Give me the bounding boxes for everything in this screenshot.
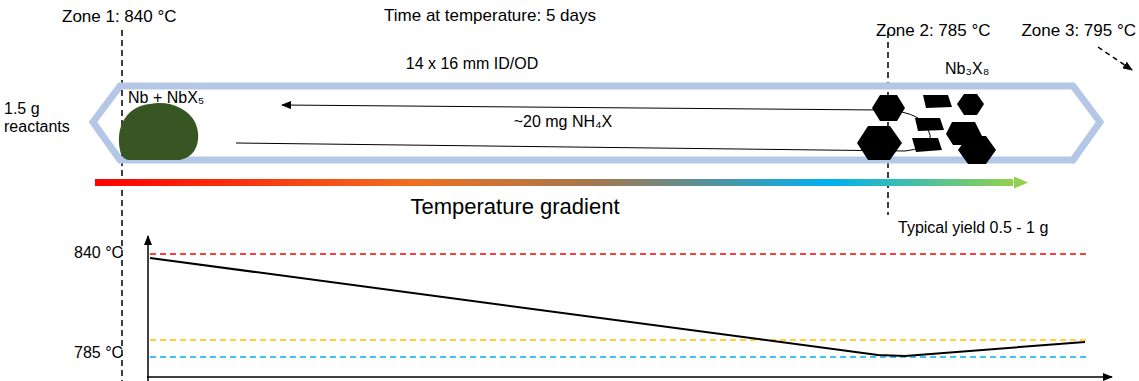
reactant-blob: [119, 103, 198, 160]
crystals: [857, 94, 996, 164]
axis-label: 785 °C: [74, 344, 123, 362]
x-axis: [147, 376, 1112, 378]
zone-label: Zone 2: 785 °C: [876, 21, 991, 41]
product-label: Nb₃X₈: [945, 60, 989, 78]
temperature-profile: [150, 258, 1085, 356]
tube-dimension: 14 x 16 mm ID/OD: [406, 55, 538, 73]
zone2-level: [150, 356, 1086, 358]
gradient-arrow: [1013, 182, 1016, 183]
time-note: Time at temperature: 5 days: [384, 6, 596, 26]
yield-note: Typical yield 0.5 - 1 g: [895, 219, 1051, 237]
reactant-amount: 1.5 g reactants: [4, 100, 88, 137]
reactant-label: Nb + NbX₅: [128, 89, 204, 107]
zone-label: Zone 1: 840 °C: [62, 7, 177, 27]
zone3-level: [150, 339, 1086, 341]
gradient-label: Temperature gradient: [410, 194, 619, 219]
axis-label: 840 °C: [74, 244, 123, 262]
zone-label: Zone 3: 795 °C: [1021, 21, 1136, 41]
zone-line: [887, 32, 889, 215]
transport-arrow: [236, 105, 930, 151]
y-axis: [147, 236, 149, 381]
zone-arrow: [1098, 47, 1132, 70]
zone1-level: [150, 253, 1086, 255]
transport-agent: ~20 mg NH₄X: [511, 113, 616, 131]
ampoule-tube: [93, 86, 1100, 160]
gradient-bar: [95, 179, 1013, 186]
